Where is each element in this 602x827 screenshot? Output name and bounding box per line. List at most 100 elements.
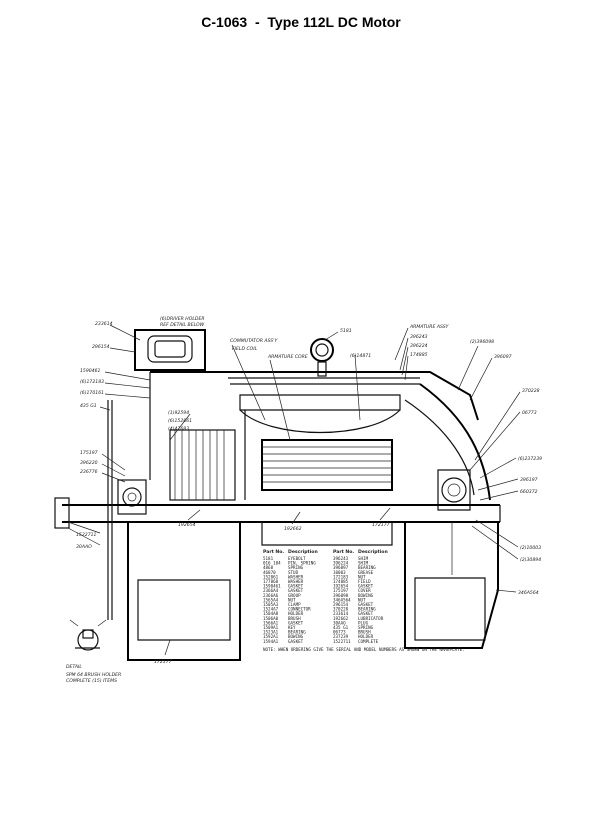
parts-table-cell: GREASE bbox=[358, 570, 374, 575]
callout-label: 370228 bbox=[522, 388, 540, 394]
parts-table-cell: GASKET bbox=[288, 588, 304, 593]
parts-table-cell: 1505A3 bbox=[263, 602, 279, 607]
parts-table-cell: 233614 bbox=[333, 611, 349, 616]
callout-label: (1)92594 bbox=[168, 410, 189, 416]
parts-table-note: NOTE: WHEN ORDERING GIVE THE SERIAL AND … bbox=[263, 647, 465, 652]
callout-label: (6)172183 bbox=[80, 379, 104, 385]
parts-table-cell: 237239 bbox=[333, 634, 349, 639]
parts-table-cell: 1524A7 bbox=[263, 607, 279, 612]
callout-label: 233614 bbox=[95, 321, 113, 327]
callout-label: 435 G1 bbox=[80, 403, 97, 409]
parts-table-cell: LUBRICATOR bbox=[358, 616, 384, 621]
parts-table-cell: WASHER bbox=[288, 574, 304, 579]
parts-table-cell: GASKET bbox=[288, 620, 304, 625]
parts-table-cell: 192662 bbox=[333, 616, 349, 621]
parts-table-cell: 175197 bbox=[333, 588, 349, 593]
callout-label: 1522711 bbox=[76, 532, 97, 538]
parts-table-cell: STUD bbox=[288, 570, 299, 575]
parts-table-cell: NUT bbox=[358, 597, 366, 602]
callout-label: 396197 bbox=[520, 477, 538, 483]
parts-table-cell: 296154 bbox=[333, 602, 349, 607]
parts-table-cell: 10003 bbox=[333, 570, 346, 575]
callout-label: (6)152861 bbox=[168, 418, 192, 424]
parts-table-cell: HOLDER bbox=[358, 634, 374, 639]
parts-table-header: Part No. bbox=[333, 549, 354, 555]
callout-label: 396220 bbox=[80, 460, 98, 466]
callout-label: 172177 bbox=[372, 522, 390, 528]
callout-label: (4)47683 bbox=[168, 426, 189, 432]
parts-table-cell: 172183 bbox=[333, 574, 349, 579]
parts-table-cell: HOLDER bbox=[288, 611, 304, 616]
page-title: C-1063 - Type 112L DC Motor bbox=[201, 14, 401, 30]
parts-table-cell: SHIM bbox=[358, 556, 369, 561]
parts-table-header: Description bbox=[358, 549, 388, 555]
parts-table-cell: GASKET bbox=[358, 584, 374, 589]
parts-table-cell: CONNECTOR bbox=[288, 607, 311, 612]
parts-table-cell: COVER bbox=[358, 588, 371, 593]
parts-table-cell: BOWING bbox=[358, 593, 374, 598]
parts-table-cell: NUT bbox=[288, 597, 296, 602]
parts-table-cell: 5181 bbox=[263, 556, 274, 561]
callout-label: (2)10003 bbox=[520, 545, 541, 551]
parts-table-cell: 1504A8 bbox=[263, 611, 279, 616]
parts-table-cell: 016 104 bbox=[263, 561, 281, 566]
callout-label: 396097 bbox=[494, 354, 512, 360]
parts-table-cell: 177868 bbox=[263, 579, 279, 584]
callout-label: 660372 bbox=[520, 489, 538, 495]
parts-table-cell: GASKET bbox=[288, 639, 304, 644]
callout-label: 5181 bbox=[340, 328, 352, 334]
parts-table-cell: EYEBOLT bbox=[288, 556, 306, 561]
callout-label: (6)237239 bbox=[518, 456, 542, 462]
parts-table-cell: 346A564 bbox=[333, 597, 351, 602]
callout-label: DETAIL bbox=[66, 664, 82, 670]
callout-label: 396243 bbox=[410, 334, 428, 340]
callout-label: (6)DRIVER HOLDER bbox=[160, 316, 205, 322]
parts-table-cell: PLUG bbox=[358, 620, 369, 625]
parts-table-cell: 1592A1 bbox=[263, 634, 279, 639]
callout-label: 346A564 bbox=[518, 590, 539, 596]
callout-label: 174885 bbox=[410, 352, 428, 358]
callout-label: (6)170161 bbox=[80, 390, 104, 396]
parts-table-cell: BEARING bbox=[358, 565, 376, 570]
parts-table-cell: 1509A1 bbox=[263, 625, 279, 630]
callout-label: REF DETAIL BELOW bbox=[160, 322, 205, 328]
parts-table-cell: 396097 bbox=[333, 565, 349, 570]
parts-table-cell: BEARING bbox=[358, 607, 376, 612]
parts-table-cell: BEARING bbox=[288, 630, 306, 635]
parts-table-cell: CLAMP bbox=[288, 602, 301, 607]
parts-table-cell: SHIM bbox=[358, 561, 369, 566]
brush-holder-detail bbox=[69, 619, 107, 651]
parts-table-cell: WASHER bbox=[288, 579, 304, 584]
parts-table-cell: 1523A1 bbox=[263, 630, 279, 635]
parts-table-cell: GROUP bbox=[288, 593, 301, 598]
parts-table-header: Description bbox=[288, 549, 318, 555]
parts-table-cell: KEY bbox=[288, 625, 296, 630]
parts-table-cell: 370228 bbox=[333, 607, 349, 612]
parts-table-cell: SPRING bbox=[288, 565, 304, 570]
callout-label: 396224 bbox=[410, 343, 428, 349]
callout-label: 30AAO bbox=[76, 544, 92, 550]
callout-label: FIELD COIL bbox=[232, 346, 258, 352]
callout-label: 175197 bbox=[80, 450, 98, 456]
parts-table-cell: 1590461 bbox=[263, 584, 281, 589]
parts-table-cell: BOWING bbox=[288, 634, 304, 639]
parts-table-header: Part No. bbox=[263, 549, 284, 555]
callout-labels: 233614 (6)DRIVER HOLDER REF DETAIL BELOW… bbox=[66, 316, 542, 684]
parts-table-cell: BRUSH bbox=[358, 630, 371, 635]
callout-label: 296154 bbox=[92, 344, 110, 350]
parts-table-cell: 2366A6 bbox=[263, 593, 279, 598]
parts-table-cell: COMPLETE bbox=[358, 639, 379, 644]
parts-table-cell: 174885 bbox=[333, 579, 349, 584]
parts-table-cell: PIN, SPRING bbox=[288, 561, 316, 566]
parts-table-cell: GASKET bbox=[358, 611, 374, 616]
parts-table-cell: 396098 bbox=[333, 593, 349, 598]
parts-table-cell: 06773 bbox=[333, 630, 346, 635]
callout-label: 192662 bbox=[284, 526, 302, 532]
parts-table-cell: 1565A4 bbox=[263, 597, 279, 602]
parts-table-cell: SPRING bbox=[358, 625, 374, 630]
parts-table-cell: 396224 bbox=[333, 561, 349, 566]
parts-table-cell: 46870 bbox=[263, 570, 276, 575]
parts-table-cell: NUT bbox=[358, 574, 366, 579]
callout-label: (2)396098 bbox=[470, 339, 494, 345]
parts-table-cell: 396243 bbox=[333, 556, 349, 561]
